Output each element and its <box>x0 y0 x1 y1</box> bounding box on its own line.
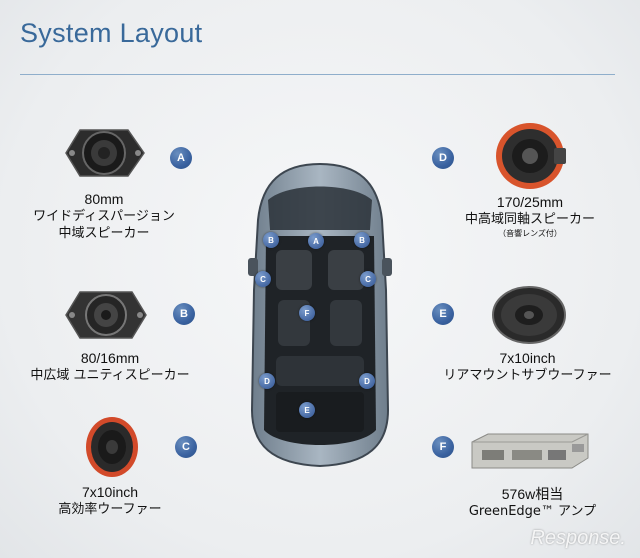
page-title: System Layout <box>20 18 203 48</box>
amplifier-f-label: 576w相当 GreenEdge™ アンプ <box>430 486 635 520</box>
speaker-c-size: 7x10inch <box>81 484 139 500</box>
badge-e: E <box>432 303 454 325</box>
speaker-c-label: 7x10inch 高効率ウーファー <box>10 484 210 518</box>
speaker-a-desc2: 中域スピーカー <box>58 226 150 241</box>
speaker-d-label: 170/25mm 中高域同軸スピーカー （音響レンズ付） <box>430 194 630 239</box>
badge-d: D <box>432 147 454 169</box>
speaker-a-image <box>65 129 145 177</box>
speaker-c-image <box>86 417 138 477</box>
badge-f: F <box>432 436 454 458</box>
amplifier-f-desc: GreenEdge™ アンプ <box>468 504 597 519</box>
car-marker-b-left: B <box>263 232 279 248</box>
car-marker-c-left: C <box>255 271 271 287</box>
speaker-e-size: 7x10inch <box>499 350 556 366</box>
speaker-a-size: 80mm <box>84 191 124 207</box>
response-watermark: Response. <box>530 527 626 549</box>
speaker-b-label: 80/16mm 中広域 ユニティスピーカー <box>10 350 210 384</box>
title-divider <box>20 74 615 75</box>
speaker-e-label: 7x10inch リアマウントサブウーファー <box>420 350 635 384</box>
amplifier-f-power: 576w相当 <box>501 486 564 502</box>
badge-b: B <box>173 303 195 325</box>
car-marker-a: A <box>308 233 324 249</box>
car-marker-b-right: B <box>354 232 370 248</box>
speaker-d-desc: 中高域同軸スピーカー <box>464 212 595 227</box>
amplifier-f-image <box>471 433 589 469</box>
speaker-b-image <box>65 291 147 339</box>
badge-a: A <box>170 147 192 169</box>
speaker-b-size: 80/16mm <box>80 350 140 366</box>
speaker-d-size: 170/25mm <box>496 194 564 210</box>
car-marker-d-right: D <box>359 373 375 389</box>
speaker-a-label: 80mm ワイドディスパージョン 中域スピーカー <box>10 191 198 242</box>
car-marker-c-right: C <box>360 271 376 287</box>
speaker-c-desc: 高効率ウーファー <box>58 502 162 517</box>
speaker-d-image <box>496 123 566 189</box>
car-marker-f: F <box>299 305 315 321</box>
speaker-e-image <box>492 286 566 344</box>
badge-c: C <box>175 436 197 458</box>
car-marker-e: E <box>299 402 315 418</box>
speaker-e-desc: リアマウントサブウーファー <box>443 368 612 383</box>
car-top-view <box>248 162 392 468</box>
speaker-d-note: （音響レンズ付） <box>498 229 562 238</box>
speaker-b-desc: 中広域 ユニティスピーカー <box>30 368 190 383</box>
car-marker-d-left: D <box>259 373 275 389</box>
speaker-a-desc1: ワイドディスパージョン <box>33 209 175 224</box>
